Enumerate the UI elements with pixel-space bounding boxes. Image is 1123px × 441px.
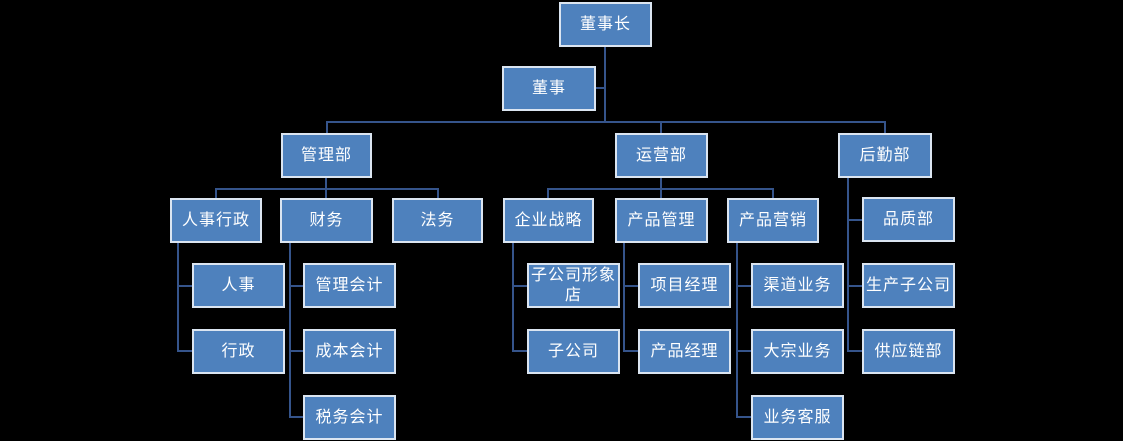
connector-line xyxy=(289,243,291,418)
connector-line xyxy=(437,188,439,198)
connector-line xyxy=(847,219,862,221)
connector-line xyxy=(772,188,774,198)
org-node-business-service[interactable]: 业务客服 xyxy=(751,395,844,440)
org-node-subsidiary[interactable]: 子公司 xyxy=(527,329,620,374)
connector-line xyxy=(660,178,662,189)
connector-line xyxy=(325,188,327,198)
org-node-chairman[interactable]: 董事长 xyxy=(559,2,652,47)
connector-line xyxy=(623,350,638,352)
connector-line xyxy=(512,285,527,287)
org-node-project-manager[interactable]: 项目经理 xyxy=(638,263,731,308)
connector-line xyxy=(326,121,328,133)
org-node-logistics-dept[interactable]: 后勤部 xyxy=(838,133,932,178)
connector-line xyxy=(512,350,527,352)
connector-line xyxy=(177,285,192,287)
connector-line xyxy=(623,243,625,352)
connector-line xyxy=(736,416,751,418)
connector-line xyxy=(884,121,886,133)
connector-line xyxy=(736,350,751,352)
connector-line xyxy=(215,188,439,190)
connector-line xyxy=(547,188,549,198)
connector-line xyxy=(177,243,179,352)
connector-line xyxy=(847,178,849,352)
connector-line xyxy=(596,87,605,89)
org-node-bulk-business[interactable]: 大宗业务 xyxy=(751,329,844,374)
org-node-channel-business[interactable]: 渠道业务 xyxy=(751,263,844,308)
org-node-supply-chain-dept[interactable]: 供应链部 xyxy=(862,329,955,374)
connector-line xyxy=(325,178,327,189)
org-node-finance[interactable]: 财务 xyxy=(280,198,373,243)
org-node-operations-dept[interactable]: 运营部 xyxy=(615,133,708,178)
connector-line xyxy=(847,285,862,287)
org-node-director[interactable]: 董事 xyxy=(502,66,596,111)
connector-line xyxy=(736,243,738,418)
connector-line xyxy=(326,121,886,123)
connector-line xyxy=(512,243,514,352)
connector-line xyxy=(177,350,192,352)
org-node-product-management[interactable]: 产品管理 xyxy=(615,198,708,243)
connector-line xyxy=(289,285,303,287)
org-node-hr[interactable]: 人事 xyxy=(192,263,285,308)
org-node-tax-accounting[interactable]: 税务会计 xyxy=(303,395,396,440)
org-node-product-marketing[interactable]: 产品营销 xyxy=(727,198,819,243)
connector-line xyxy=(604,47,606,122)
org-node-hr-admin[interactable]: 人事行政 xyxy=(170,198,262,243)
org-node-management-accounting[interactable]: 管理会计 xyxy=(303,263,396,308)
org-node-legal[interactable]: 法务 xyxy=(392,198,483,243)
org-node-production-subsidiary[interactable]: 生产子公司 xyxy=(862,263,955,308)
org-node-corporate-strategy[interactable]: 企业战略 xyxy=(503,198,594,243)
connector-line xyxy=(736,285,751,287)
org-node-subsidiary-image-store[interactable]: 子公司形象店 xyxy=(527,263,620,308)
connector-line xyxy=(660,121,662,133)
org-node-admin[interactable]: 行政 xyxy=(192,329,285,374)
connector-line xyxy=(215,188,217,198)
connector-line xyxy=(289,350,303,352)
connector-line xyxy=(289,416,303,418)
connector-line xyxy=(660,188,662,198)
connector-line xyxy=(847,350,862,352)
org-node-quality-dept[interactable]: 品质部 xyxy=(862,197,955,242)
org-node-management-dept[interactable]: 管理部 xyxy=(281,133,372,178)
org-node-product-manager[interactable]: 产品经理 xyxy=(638,329,731,374)
org-node-cost-accounting[interactable]: 成本会计 xyxy=(303,329,396,374)
connector-line xyxy=(623,285,638,287)
